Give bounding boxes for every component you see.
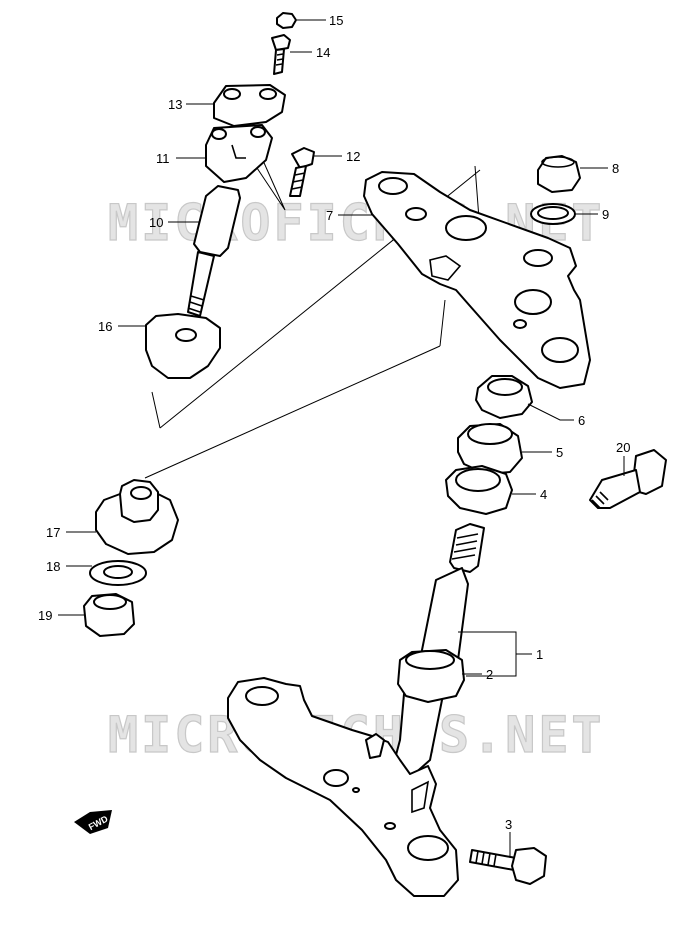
callout-20: 20	[616, 440, 630, 476]
part-2-seal	[397, 649, 465, 703]
callout-7: 7	[326, 208, 372, 223]
callout-13: 13	[168, 97, 214, 112]
callout-16: 16	[98, 319, 146, 334]
svg-text:1: 1	[536, 647, 543, 662]
part-1-steering-stem	[391, 523, 485, 777]
svg-text:8: 8	[612, 161, 619, 176]
part-20-plug	[589, 449, 667, 509]
callout-18: 18	[46, 559, 92, 574]
svg-text:7: 7	[326, 208, 333, 223]
callout-9: 9	[575, 207, 609, 222]
part-3-bolt	[469, 847, 547, 885]
part-15-cap	[276, 12, 297, 29]
svg-text:4: 4	[540, 487, 547, 502]
part-5-bearing	[457, 423, 523, 475]
part-7-upper-bracket	[363, 171, 591, 389]
lower-bracket	[227, 677, 459, 897]
svg-text:16: 16	[98, 319, 112, 334]
watermark-bottom: MICROFICHES.NET	[108, 706, 605, 764]
part-6-nut	[475, 375, 533, 419]
part-17-bushing	[95, 479, 179, 555]
callout-3: 3	[505, 817, 512, 858]
svg-text:20: 20	[616, 440, 630, 455]
part-16-bushing	[145, 313, 221, 379]
callout-11: 11	[156, 151, 206, 166]
callout-5: 5	[522, 445, 563, 460]
svg-text:13: 13	[168, 97, 182, 112]
callout-1: 1	[458, 631, 543, 677]
part-10-damper-rod	[187, 185, 241, 317]
part-12-bolt	[289, 147, 315, 197]
callout-10: 10	[149, 215, 200, 230]
svg-text:2: 2	[486, 667, 493, 682]
svg-text:14: 14	[316, 45, 330, 60]
part-4-bearing	[445, 465, 513, 515]
svg-text:11: 11	[156, 151, 170, 166]
svg-text:10: 10	[149, 215, 163, 230]
svg-text:18: 18	[46, 559, 60, 574]
svg-text:3: 3	[505, 817, 512, 832]
svg-text:15: 15	[329, 13, 343, 28]
part-9-washer	[530, 203, 576, 225]
callout-14: 14	[290, 45, 330, 60]
svg-text:6: 6	[578, 413, 585, 428]
svg-text:19: 19	[38, 608, 52, 623]
part-19-nut	[83, 593, 135, 637]
part-8-cap	[537, 155, 581, 193]
svg-text:17: 17	[46, 525, 60, 540]
part-18-washer	[89, 560, 147, 586]
part-11-clamp-lower	[205, 124, 273, 183]
callout-8: 8	[580, 161, 619, 176]
callout-19: 19	[38, 608, 84, 623]
callout-15: 15	[297, 13, 343, 28]
callout-17: 17	[46, 525, 96, 540]
watermark-top: MICROFICHES.NET	[108, 194, 605, 252]
fwd-arrow-icon: FWD	[74, 810, 112, 834]
callout-2: 2	[462, 667, 493, 682]
assembly-guide-lines	[144, 165, 481, 479]
callout-12: 12	[314, 149, 360, 164]
svg-text:5: 5	[556, 445, 563, 460]
callout-4: 4	[512, 487, 547, 502]
svg-text:9: 9	[602, 207, 609, 222]
part-13-clamp-upper	[213, 84, 286, 127]
callout-6: 6	[527, 403, 585, 428]
svg-text:12: 12	[346, 149, 360, 164]
part-14-bolt	[271, 34, 291, 75]
